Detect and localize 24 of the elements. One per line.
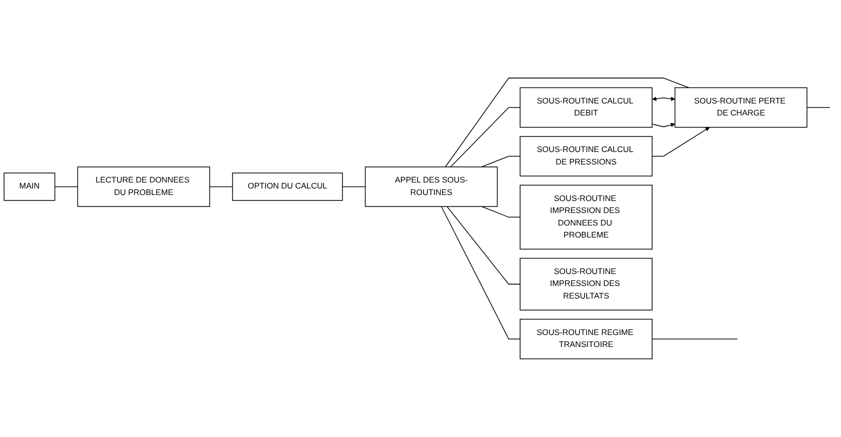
arrow: [652, 96, 676, 102]
arrow: [652, 127, 710, 157]
node-box: LECTURE DE DONNEES DU PROBLEME: [77, 166, 210, 207]
node-box: SOUS-ROUTINE CALCUL DE PRESSIONS: [520, 136, 652, 176]
connector: [445, 78, 690, 168]
connector: [652, 338, 738, 340]
connector: [54, 186, 78, 188]
node-box: MAIN: [4, 172, 56, 201]
node-box: OPTION DU CALCUL: [232, 172, 343, 201]
connector: [481, 156, 520, 168]
connector: [440, 206, 520, 340]
node-box: SOUS-ROUTINE REGIME TRANSITOIRE: [520, 318, 652, 360]
connector: [806, 107, 830, 108]
connector: [481, 206, 520, 218]
node-box: APPEL DES SOUS-ROUTINES: [364, 166, 498, 207]
node-box: SOUS-ROUTINE IMPRESSION DES DONNEES DU PROBLEME: [520, 184, 652, 250]
node-box: SOUS-ROUTINE PERTE DE CHARGE: [674, 87, 808, 128]
node-box: SOUS-ROUTINE CALCUL DEBIT: [520, 87, 652, 128]
node-box: SOUS-ROUTINE IMPRESSION DES RESULTATS: [520, 258, 652, 311]
connector: [209, 186, 233, 188]
connector: [446, 206, 520, 285]
connector: [450, 107, 520, 168]
arrow: [652, 122, 676, 128]
connector: [342, 186, 366, 188]
